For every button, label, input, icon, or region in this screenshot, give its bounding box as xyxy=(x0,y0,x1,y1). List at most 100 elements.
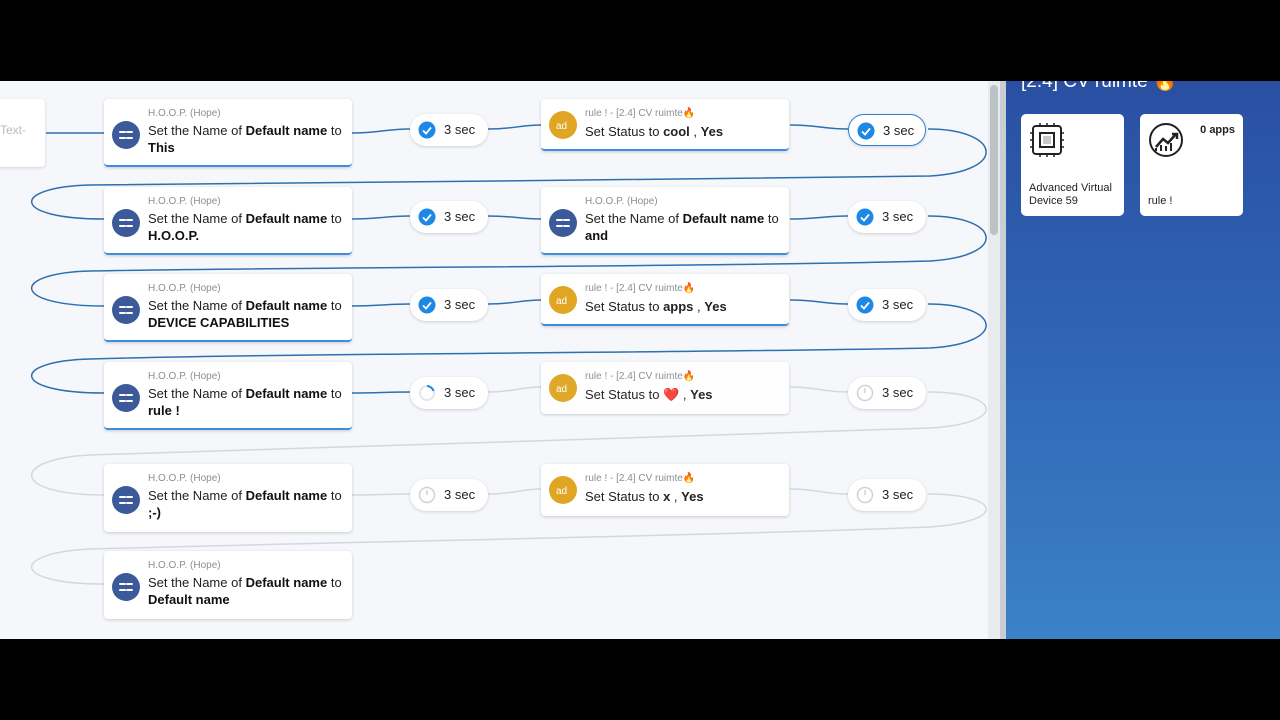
wait-label: 3 sec xyxy=(882,209,914,224)
wait-pill-4a[interactable]: 3 sec xyxy=(410,377,488,409)
card-subtitle: H.O.O.P. (Hope) xyxy=(148,283,221,294)
wait-pill-5b[interactable]: 3 sec xyxy=(848,479,926,511)
hoop-icon xyxy=(112,573,140,601)
wait-pill-2b[interactable]: 3 sec xyxy=(848,201,926,233)
check-circle-icon xyxy=(857,122,875,140)
check-circle-icon xyxy=(418,121,436,139)
wait-label: 3 sec xyxy=(882,297,914,312)
wait-pill-3b[interactable]: 3 sec xyxy=(848,289,926,321)
card-text: Set the Name of Default name to This xyxy=(148,123,342,155)
svg-text:ad: ad xyxy=(556,384,567,395)
sidebar-title: [2.4] CV ruimte 🔥 xyxy=(1021,81,1177,92)
wire xyxy=(789,299,849,305)
card-text: Set Status to cool , Yes xyxy=(585,124,724,139)
panel-divider[interactable] xyxy=(1000,81,1006,639)
rule-icon: ad xyxy=(549,111,577,139)
card-subtitle: rule ! - [2.4] CV ruimte🔥 xyxy=(585,371,696,382)
card-text: Set the Name of Default name to Default … xyxy=(148,575,342,607)
card-text: Set the Name of Default name to H.O.O.P. xyxy=(148,211,342,243)
hoop-card-2[interactable]: H.O.O.P. (Hope) Set the Name of Default … xyxy=(104,187,352,255)
hoop-card-2b[interactable]: H.O.O.P. (Hope) Set the Name of Default … xyxy=(541,187,789,255)
rule-card-3[interactable]: ad rule ! - [2.4] CV ruimte🔥 Set Status … xyxy=(541,274,789,326)
card-subtitle: H.O.O.P. (Hope) xyxy=(148,560,221,571)
wire xyxy=(30,215,987,307)
wire-pending xyxy=(30,493,987,585)
check-circle-icon xyxy=(418,296,436,314)
wait-pill-1b[interactable]: 3 sec xyxy=(848,114,926,146)
wait-label: 3 sec xyxy=(882,487,914,502)
wire-pending xyxy=(487,488,542,495)
wire-pending xyxy=(487,386,542,393)
hoop-card-5[interactable]: H.O.O.P. (Hope) Set the Name of Default … xyxy=(104,464,352,532)
rule-icon: ad xyxy=(549,374,577,402)
wait-label: 3 sec xyxy=(444,487,476,502)
partial-card-text: Text- xyxy=(0,123,27,137)
timer-icon xyxy=(856,384,874,402)
wire-pending xyxy=(789,488,849,495)
wire xyxy=(351,215,411,220)
check-circle-icon xyxy=(856,296,874,314)
wait-pill-4b[interactable]: 3 sec xyxy=(848,377,926,409)
wait-label: 3 sec xyxy=(883,123,915,138)
flow-wires xyxy=(30,124,987,585)
wire xyxy=(487,215,542,220)
wait-label: 3 sec xyxy=(444,122,476,137)
app-tile-advanced-virtual-device[interactable]: Advanced Virtual Device 59 xyxy=(1021,114,1124,216)
card-text: Set the Name of Default name to ;-) xyxy=(148,488,342,520)
canvas-scrollbar[interactable] xyxy=(988,81,1000,639)
scroll-thumb[interactable] xyxy=(990,85,998,235)
wait-pill-5a[interactable]: 3 sec xyxy=(410,479,488,511)
hoop-card-3[interactable]: H.O.O.P. (Hope) Set the Name of Default … xyxy=(104,274,352,342)
hoop-card-1[interactable]: H.O.O.P. (Hope) Set the Name of Default … xyxy=(104,99,352,167)
flow-canvas[interactable]: Text- H.O.O.P. (Hope) Set the Name of De… xyxy=(0,81,1000,639)
wait-pill-3a[interactable]: 3 sec xyxy=(410,289,488,321)
rule-icon: ad xyxy=(549,476,577,504)
hoop-card-6[interactable]: H.O.O.P. (Hope) Set the Name of Default … xyxy=(104,551,352,619)
wire xyxy=(351,391,411,394)
card-subtitle: H.O.O.P. (Hope) xyxy=(148,371,221,382)
partial-card[interactable]: Text- xyxy=(0,99,45,167)
wire xyxy=(789,124,849,130)
wire xyxy=(351,128,411,134)
card-text: Set the Name of Default name to rule ! xyxy=(148,386,342,418)
timer-icon xyxy=(418,486,436,504)
chip-icon xyxy=(1030,123,1064,157)
svg-text:ad: ad xyxy=(556,121,567,132)
card-subtitle: H.O.O.P. (Hope) xyxy=(148,108,221,119)
check-circle-icon xyxy=(856,208,874,226)
wait-pill-1a[interactable]: 3 sec xyxy=(410,114,488,146)
app-stage: Text- H.O.O.P. (Hope) Set the Name of De… xyxy=(0,81,1280,639)
tile-label: Advanced Virtual Device 59 xyxy=(1029,182,1112,207)
rule-card-1[interactable]: ad rule ! - [2.4] CV ruimte🔥 Set Status … xyxy=(541,99,789,151)
app-tile-rule[interactable]: 0 apps rule ! xyxy=(1140,114,1243,216)
card-text: Set the Name of Default name to and xyxy=(585,211,779,243)
hoop-icon xyxy=(112,121,140,149)
card-subtitle: rule ! - [2.4] CV ruimte🔥 xyxy=(585,108,696,119)
apps-sidebar: [2.4] CV ruimte 🔥 Advanced Virtual Devic… xyxy=(1006,81,1280,639)
wait-label: 3 sec xyxy=(444,297,476,312)
card-text: Set the Name of Default name to DEVICE C… xyxy=(148,298,342,330)
wire xyxy=(487,124,542,130)
wire-pending xyxy=(789,386,849,393)
rule-card-5[interactable]: ad rule ! - [2.4] CV ruimte🔥 Set Status … xyxy=(541,464,789,516)
rule-card-4[interactable]: ad rule ! - [2.4] CV ruimte🔥 Set Status … xyxy=(541,362,789,414)
wire-pending xyxy=(351,493,411,496)
wait-pill-2a[interactable]: 3 sec xyxy=(410,201,488,233)
wait-label: 3 sec xyxy=(444,209,476,224)
wire xyxy=(789,215,849,220)
hoop-icon xyxy=(112,384,140,412)
card-subtitle: H.O.O.P. (Hope) xyxy=(148,196,221,207)
wire xyxy=(30,128,987,220)
card-text: Set Status to x , Yes xyxy=(585,489,704,504)
card-subtitle: rule ! - [2.4] CV ruimte🔥 xyxy=(585,283,696,294)
hoop-icon xyxy=(549,209,577,237)
wire-pending xyxy=(30,391,987,496)
hoop-card-4[interactable]: H.O.O.P. (Hope) Set the Name of Default … xyxy=(104,362,352,430)
timer-icon xyxy=(856,486,874,504)
check-circle-icon xyxy=(418,208,436,226)
hoop-icon xyxy=(112,296,140,324)
wire xyxy=(487,299,542,305)
wait-label: 3 sec xyxy=(882,385,914,400)
card-text: Set Status to apps , Yes xyxy=(585,299,727,314)
hoop-icon xyxy=(112,486,140,514)
